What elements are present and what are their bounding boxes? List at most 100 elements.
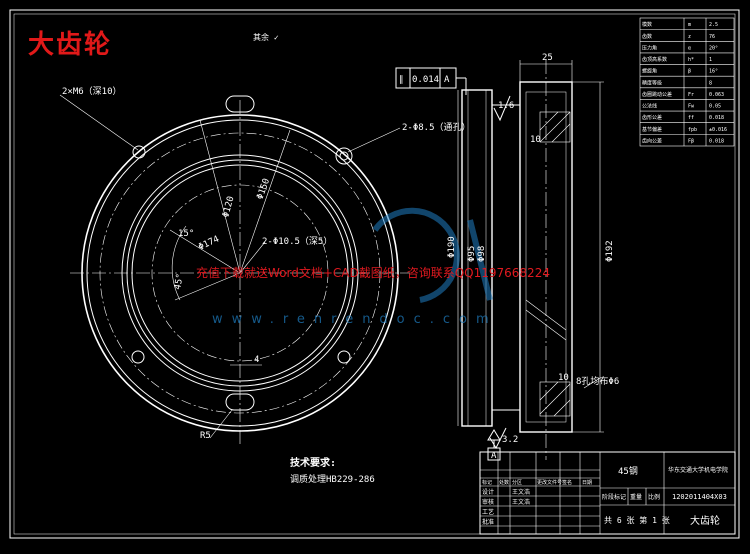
- tb-scale: 比例: [648, 493, 660, 501]
- note-top: 其余 ✓: [253, 32, 279, 42]
- angle-arc: [171, 225, 187, 301]
- tb-row-label-4: 签名: [562, 479, 572, 486]
- tb-sheet: 共 6 张 第 1 张: [604, 515, 670, 525]
- param-cell-val: 20°: [709, 45, 718, 51]
- roughness-symbol-1: [493, 95, 511, 122]
- datum-box: [487, 447, 501, 461]
- param-cell-val: 1: [709, 57, 712, 63]
- param-cell-val: 16°: [709, 69, 718, 75]
- dim-angle-45: 45°: [173, 273, 186, 291]
- dim-4: 4: [254, 355, 259, 365]
- title-block: [479, 451, 736, 535]
- param-table: [639, 17, 735, 147]
- inner-frame: [13, 13, 736, 535]
- param-cell-name: 齿形公差: [642, 114, 662, 121]
- param-cell-name: 精度等级: [642, 79, 662, 86]
- roughness-1-6: 1.6: [498, 101, 514, 111]
- hole-top-left: [132, 145, 146, 159]
- dim-10-top: 10: [530, 135, 541, 145]
- param-cell-sym: ff: [688, 115, 694, 121]
- dim-25: 25: [542, 53, 553, 63]
- requirements-line: 调质处理HB229-286: [290, 473, 375, 485]
- param-cell-val: 0.05: [709, 104, 721, 110]
- leader-120: [199, 119, 241, 274]
- hole-top-right-outer: [335, 147, 353, 165]
- leader-8-5: [347, 127, 401, 153]
- leader-150: [239, 129, 291, 274]
- tb-row-label-3: 更改文件号: [537, 479, 562, 486]
- tb-person-1: 审核: [482, 498, 494, 506]
- dim-r5: R5: [200, 431, 211, 441]
- tol-symbol: ∥: [399, 75, 404, 85]
- slot-bottom: [225, 393, 255, 411]
- roughness-3-2: 3.2: [502, 435, 518, 445]
- tb-material: 45钢: [618, 465, 638, 477]
- param-cell-sym: fpb: [688, 127, 697, 133]
- tb-part-name: 大齿轮: [690, 514, 720, 527]
- param-cell-name: 公法线: [642, 103, 657, 110]
- dim-angle-15: 15°: [178, 229, 194, 239]
- param-cell-name: 齿顶高系数: [642, 56, 667, 63]
- label-holes-10-5: 2-Φ10.5（深5）: [262, 236, 332, 247]
- front-view: [59, 94, 410, 445]
- param-cell-sym: α: [688, 45, 691, 51]
- datum-a: A: [491, 451, 497, 461]
- param-cell-name: 齿向公差: [642, 138, 662, 145]
- slot-top: [225, 95, 255, 113]
- tol-value: 0.014: [412, 75, 439, 85]
- tb-person-3: 批准: [482, 518, 494, 526]
- tb-person-2: 工艺: [482, 508, 494, 516]
- label-holes-8-5: 2-Φ8.5（通孔）: [402, 122, 471, 133]
- param-cell-name: 压力角: [642, 44, 657, 51]
- watermark-logo: [372, 207, 493, 303]
- tb-row-label-0: 标记: [482, 479, 492, 486]
- param-cell-sym: h*: [688, 57, 694, 63]
- param-cell-name: 模数: [642, 21, 652, 28]
- dim-phi-95: Φ95: [467, 246, 477, 262]
- leader-10-5: [239, 241, 266, 274]
- leader-r5: [209, 409, 233, 439]
- side-view: [395, 60, 604, 461]
- param-cell-name: 齿数: [642, 33, 652, 40]
- leader-holes: [583, 377, 601, 389]
- hole-bottom-left: [131, 350, 145, 364]
- tb-stage: 阶段标记: [602, 493, 626, 501]
- watermark-banner[interactable]: 充值下载就送Word文档+CAD截图纸，咨询联系QQ1197668224: [196, 266, 550, 280]
- param-cell-val: 0.018: [709, 115, 724, 121]
- param-cell-sym: z: [688, 34, 691, 40]
- param-cell-val: 8: [709, 80, 712, 86]
- label-holes-m6: 2×M6（深10）: [62, 86, 122, 97]
- leader-angle: [174, 272, 241, 301]
- tb-name-0: 王文浩: [512, 488, 530, 496]
- hole-bottom-right: [337, 350, 351, 364]
- param-cell-sym: Fr: [688, 92, 694, 98]
- hatch-top: [539, 111, 571, 143]
- tb-weight: 重量: [630, 493, 642, 501]
- param-cell-sym: β: [688, 69, 691, 75]
- param-cell-val: 0.063: [709, 92, 724, 98]
- dim-phi-150: Φ150: [255, 177, 272, 201]
- leader-m6: [59, 94, 139, 151]
- hole-top-right-inner: [339, 151, 349, 161]
- tb-row-label-1: 处数: [499, 479, 509, 486]
- tb-school: 华东交通大学机电学院: [668, 466, 728, 474]
- dim-phi-98: Φ98: [477, 246, 487, 262]
- dim-10-bottom: 10: [558, 373, 569, 383]
- param-cell-sym: Fw: [688, 104, 695, 110]
- tb-code: 1202011404X03: [672, 493, 727, 501]
- param-cell-name: 螺旋角: [642, 68, 657, 75]
- watermark-url: www.renrendoc.com: [212, 312, 498, 327]
- dim-phi-174: Φ174: [197, 234, 221, 252]
- tol-datum: A: [444, 75, 450, 85]
- param-cell-sym: m: [688, 22, 691, 28]
- label-holes-side: 8孔均布Φ6: [576, 375, 619, 387]
- drawing-title: 大齿轮: [28, 30, 113, 60]
- requirements-heading: 技术要求:: [290, 456, 336, 469]
- hub-body: [461, 89, 493, 427]
- param-table-border: [639, 17, 735, 147]
- outer-frame: [9, 9, 740, 539]
- param-cell-val: 0.018: [709, 139, 724, 145]
- title-block-border: [479, 451, 736, 535]
